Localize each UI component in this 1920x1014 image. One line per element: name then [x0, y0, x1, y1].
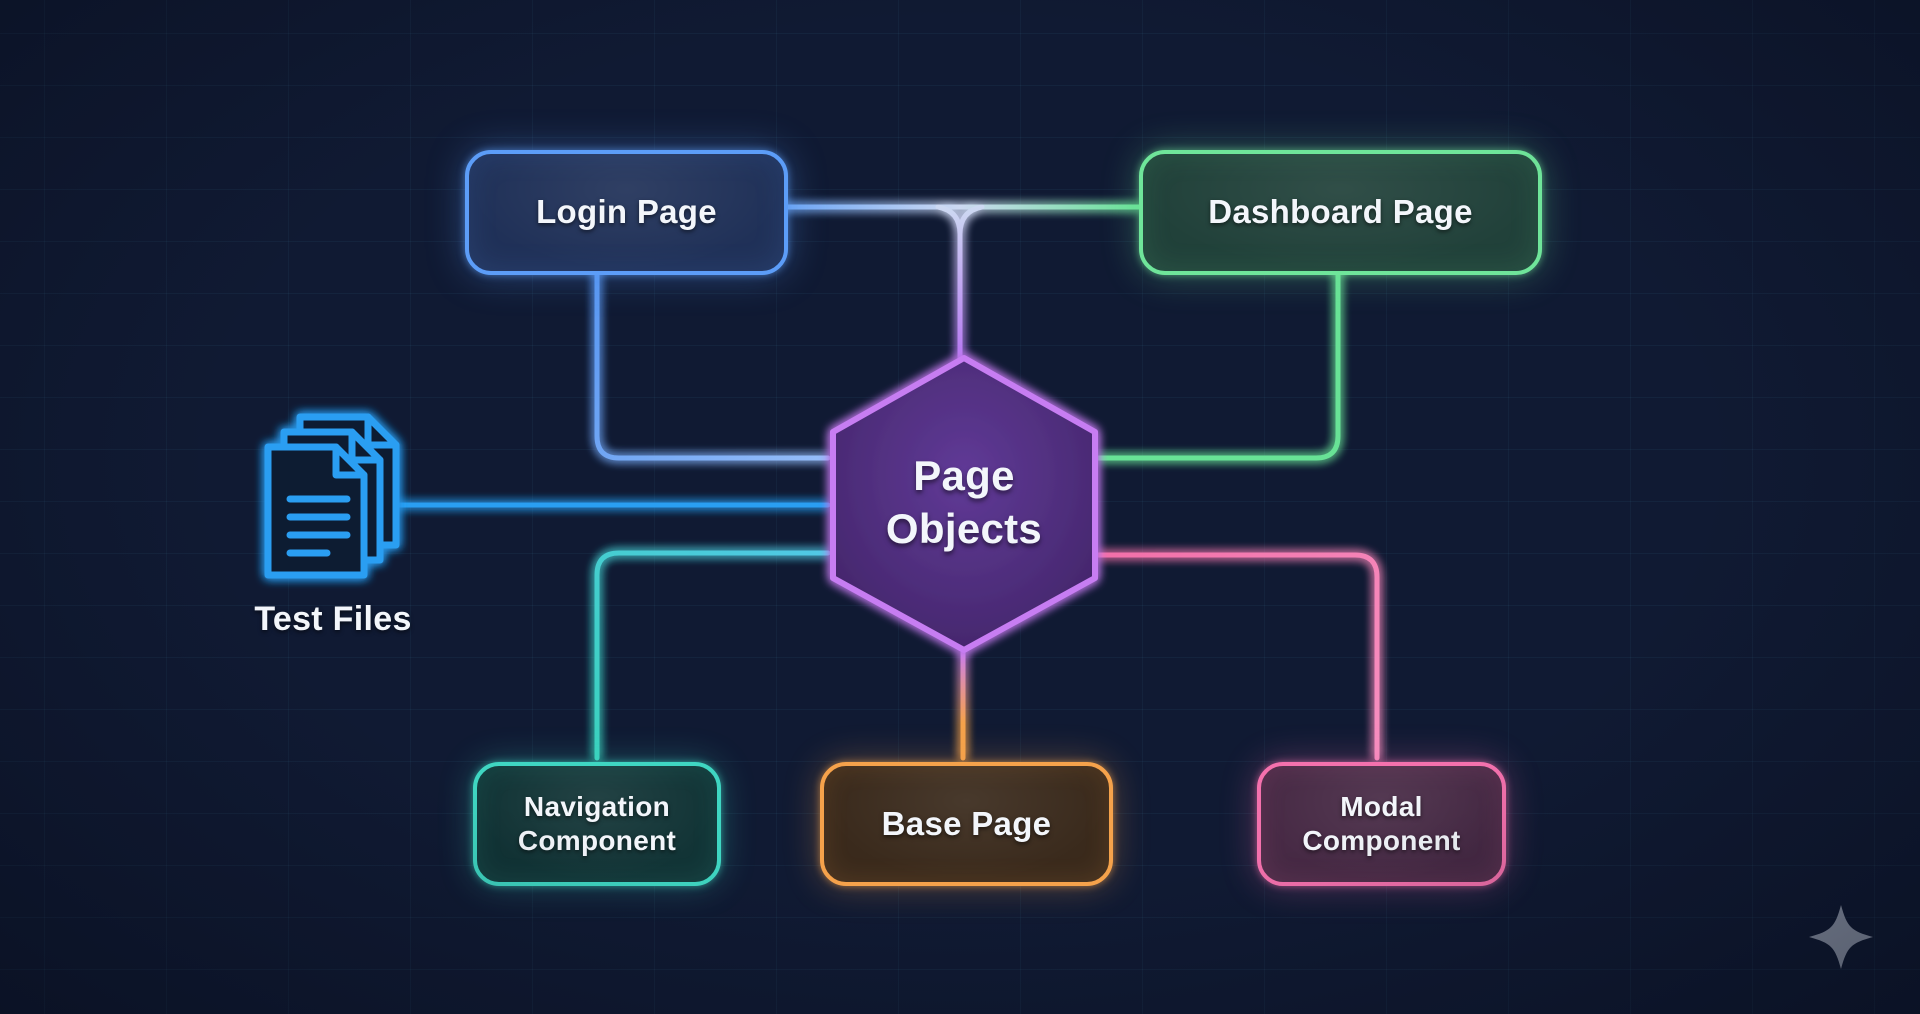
edge-dashboard-pageobjects [1095, 264, 1341, 461]
node-page-objects-label: Page Objects [885, 452, 1043, 552]
document-stack-icon [264, 413, 400, 579]
page-objects-hexagon [830, 355, 1098, 653]
node-base-page: Base Page [820, 762, 1113, 886]
node-dashboard-page-label: Dashboard Page [1208, 193, 1473, 231]
node-login-page-label: Login Page [536, 193, 717, 231]
test-files-label: Test Files [254, 600, 412, 638]
edge-login-pageobjects [594, 264, 831, 461]
node-dashboard-page: Dashboard Page [1139, 150, 1542, 275]
edge-junction-fillet [957, 204, 985, 237]
node-base-page-label: Base Page [881, 804, 1052, 842]
edge-pageobjects-modal [1095, 552, 1380, 761]
edge-junction-pageobjects [935, 204, 963, 361]
sparkle-icon [1809, 905, 1873, 969]
node-navigation-component: Navigation Component [473, 762, 721, 886]
node-login-page: Login Page [465, 150, 788, 275]
edge-pageobjects-navigation [594, 550, 831, 761]
node-navigation-component-label: Navigation Component [517, 790, 677, 856]
node-modal-component: Modal Component [1257, 762, 1506, 886]
node-modal-component-label: Modal Component [1302, 790, 1461, 856]
